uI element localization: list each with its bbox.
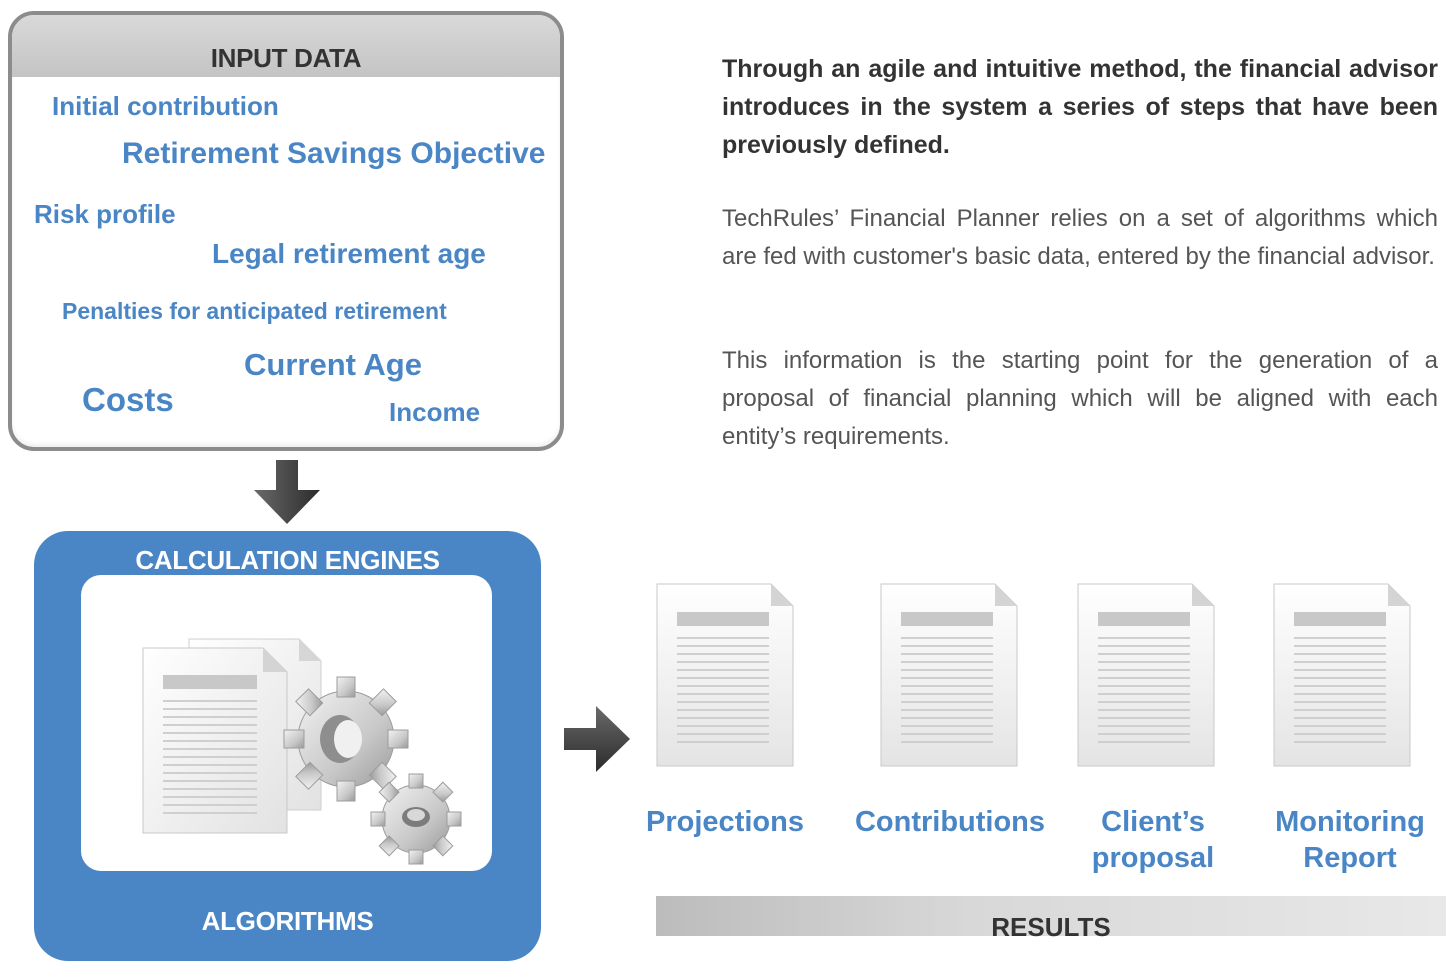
result-label-projections: Projections — [646, 806, 804, 838]
description-paragraph: This information is the starting point f… — [722, 347, 1438, 450]
calculation-illustration-area — [81, 575, 492, 871]
term-initial-contribution: Initial contribution — [52, 91, 279, 121]
input-data-panel: INPUT DATA Initial contribution Retireme… — [8, 11, 564, 451]
document-icon — [880, 583, 1018, 767]
results-title: RESULTS — [991, 912, 1111, 942]
term-penalties: Penalties for anticipated retirement — [62, 298, 447, 324]
calculation-engines-title: CALCULATION ENGINES — [135, 545, 440, 575]
document-icon — [142, 647, 288, 834]
input-data-header — [12, 15, 560, 77]
term-retirement-savings-objective: Retirement Savings Objective — [122, 137, 546, 170]
description-paragraph: TechRules’ Financial Planner relies on a… — [722, 205, 1438, 270]
document-icon — [656, 583, 794, 767]
term-legal-retirement-age: Legal retirement age — [212, 238, 486, 269]
arrow-down-icon — [254, 460, 320, 524]
intro-text: Through an agile and intuitive method, t… — [722, 55, 1438, 159]
calculation-engines-panel: CALCULATION ENGINES — [34, 531, 541, 961]
term-current-age: Current Age — [244, 347, 422, 382]
document-icon — [1273, 583, 1411, 767]
result-label-monitoring-report: Monitoring Report — [1275, 806, 1425, 874]
document-icon — [1077, 583, 1215, 767]
gear-icon — [283, 676, 409, 802]
term-costs: Costs — [82, 381, 174, 418]
input-data-title: INPUT DATA — [210, 43, 362, 73]
arrow-right-icon — [564, 706, 630, 772]
result-label-clients-proposal: Client’s proposal — [1091, 806, 1215, 874]
results-bar: RESULTS — [656, 896, 1446, 942]
result-label-contributions: Contributions — [854, 806, 1046, 838]
gear-icon — [370, 773, 462, 865]
term-income: Income — [389, 397, 481, 427]
algorithms-label: ALGORITHMS — [201, 906, 374, 936]
documents-gears-illustration — [142, 638, 462, 865]
term-risk-profile: Risk profile — [34, 199, 176, 229]
